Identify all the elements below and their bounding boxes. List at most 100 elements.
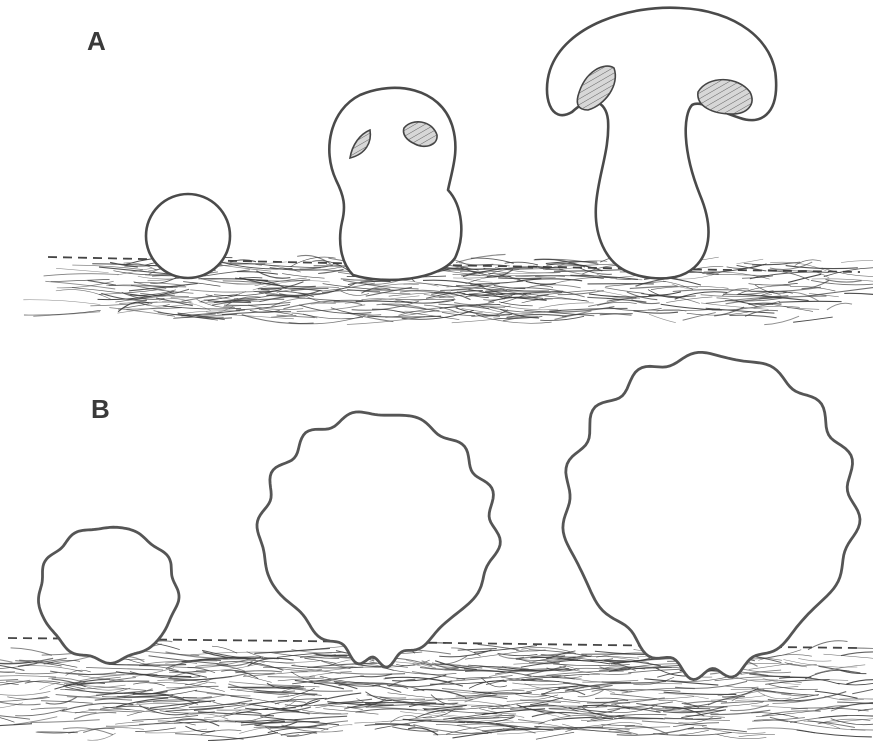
mycelium-strand bbox=[23, 300, 100, 305]
mycelium-strand bbox=[305, 658, 337, 663]
mycelium-strand bbox=[45, 281, 115, 289]
mycelium-strand bbox=[622, 688, 695, 693]
mycelium-strand bbox=[0, 669, 15, 673]
mycelium-strand bbox=[135, 728, 176, 732]
mycelium-strand bbox=[15, 673, 57, 674]
mycelium-strand bbox=[497, 304, 558, 309]
mycelium-strand bbox=[838, 683, 873, 685]
mycelium-strand bbox=[725, 686, 758, 688]
mycelium-strand bbox=[520, 695, 558, 700]
mycelium-strand bbox=[852, 685, 873, 694]
panel-b-stage-2-expanding bbox=[257, 412, 500, 667]
mycelium-strand bbox=[11, 648, 52, 655]
mycelium-strand bbox=[539, 303, 594, 308]
panel-a-stage-1-button bbox=[146, 194, 230, 278]
mycelium-strand bbox=[57, 281, 114, 288]
mycelium-strand bbox=[88, 709, 141, 712]
mycelium-strand bbox=[175, 734, 243, 739]
mycelium-strand bbox=[749, 283, 798, 285]
mycelium-strand bbox=[779, 301, 842, 302]
mycelium-strand bbox=[747, 728, 815, 733]
mycelium-strand bbox=[72, 265, 143, 270]
mycelium-strand bbox=[808, 721, 855, 728]
mycelium-strand bbox=[544, 299, 586, 301]
mycelium-strand bbox=[595, 698, 628, 700]
mycelium-strand bbox=[827, 303, 852, 310]
mycelium-strand bbox=[185, 726, 215, 732]
panel-a-stage-3-mushroom bbox=[547, 8, 776, 279]
mycelium-strand bbox=[31, 708, 67, 710]
mycelium-strand bbox=[0, 724, 32, 726]
mycelium-strand bbox=[15, 709, 65, 716]
mycelium-strand bbox=[823, 654, 873, 658]
mycelium-strand bbox=[452, 316, 524, 322]
mycelium-strand bbox=[115, 722, 143, 725]
mycelium-strand bbox=[0, 714, 14, 722]
mycelium-strand bbox=[133, 683, 165, 686]
mycelium-strand bbox=[679, 730, 709, 735]
mycelium-strand bbox=[355, 709, 416, 712]
mycelium-strand bbox=[51, 279, 110, 281]
mycelium-strand bbox=[0, 676, 56, 678]
mycelium-strand bbox=[671, 278, 701, 285]
mycelium-strand bbox=[536, 732, 574, 739]
mycelium-strand bbox=[601, 725, 635, 726]
mycelium-strand bbox=[824, 696, 863, 700]
mycelium-strand bbox=[512, 683, 569, 685]
mycelium-strand bbox=[793, 317, 833, 322]
panel-b-stage-3-mature bbox=[563, 352, 860, 679]
mycelium-strand bbox=[74, 712, 116, 719]
mycelium-strand bbox=[341, 673, 406, 674]
mycelium-strand bbox=[735, 677, 778, 681]
mycelium-strand bbox=[33, 312, 100, 317]
mycelium-strand bbox=[498, 278, 541, 279]
mycelium-strand bbox=[60, 711, 96, 713]
mycelium-strand bbox=[605, 288, 644, 294]
mycelium-strand bbox=[442, 312, 475, 315]
mycelium-strand bbox=[183, 282, 220, 287]
mycelium-strand bbox=[294, 716, 347, 720]
mycelium-strand bbox=[88, 280, 116, 285]
mycelium-strand bbox=[706, 274, 769, 275]
mycelium-strand bbox=[367, 316, 441, 317]
mycelium-strand bbox=[365, 703, 436, 704]
panel-a bbox=[23, 8, 873, 325]
mycelium-strand bbox=[255, 264, 320, 268]
mycelium-strand bbox=[214, 290, 281, 296]
mycelium-strand bbox=[321, 725, 352, 731]
panel-b-stage-1-button bbox=[39, 527, 180, 663]
mycelium-strand bbox=[846, 680, 873, 684]
mycelium-strand bbox=[174, 676, 232, 681]
mycelium-strand bbox=[628, 669, 681, 673]
mycelium-strand bbox=[432, 656, 467, 664]
mycelium-strand bbox=[499, 302, 533, 306]
mycelium-strand bbox=[255, 278, 307, 286]
mycelium-strand bbox=[268, 677, 315, 678]
mycelium-strand bbox=[250, 663, 308, 671]
mycelium-strand bbox=[367, 695, 406, 698]
mycelium-strand bbox=[86, 668, 163, 670]
mycelium-strand bbox=[540, 316, 584, 320]
mycelium-strand bbox=[464, 278, 493, 282]
mycelium-strand bbox=[844, 293, 873, 297]
mycelium-strand bbox=[764, 316, 799, 324]
mycelium-strand bbox=[684, 701, 727, 703]
mycelium-strand bbox=[100, 706, 149, 709]
panel-b-label: B bbox=[91, 394, 110, 425]
mycelium-strand bbox=[236, 712, 262, 714]
mycelium-strand bbox=[0, 691, 50, 695]
mycelium-strand bbox=[325, 693, 362, 699]
mycelium-strand bbox=[649, 314, 676, 323]
mycelium-strand bbox=[739, 734, 775, 736]
mycelium-strand bbox=[841, 261, 873, 263]
panel-a-stage-2-egg bbox=[329, 88, 461, 280]
panel-b bbox=[0, 352, 873, 740]
mycelium-strand bbox=[465, 696, 507, 698]
mycelium-strand bbox=[441, 705, 510, 711]
mycelium-strand bbox=[505, 262, 538, 265]
mycelium-strand bbox=[0, 679, 18, 680]
mycelium-strand bbox=[841, 652, 873, 656]
mycelium-strand bbox=[633, 311, 678, 313]
